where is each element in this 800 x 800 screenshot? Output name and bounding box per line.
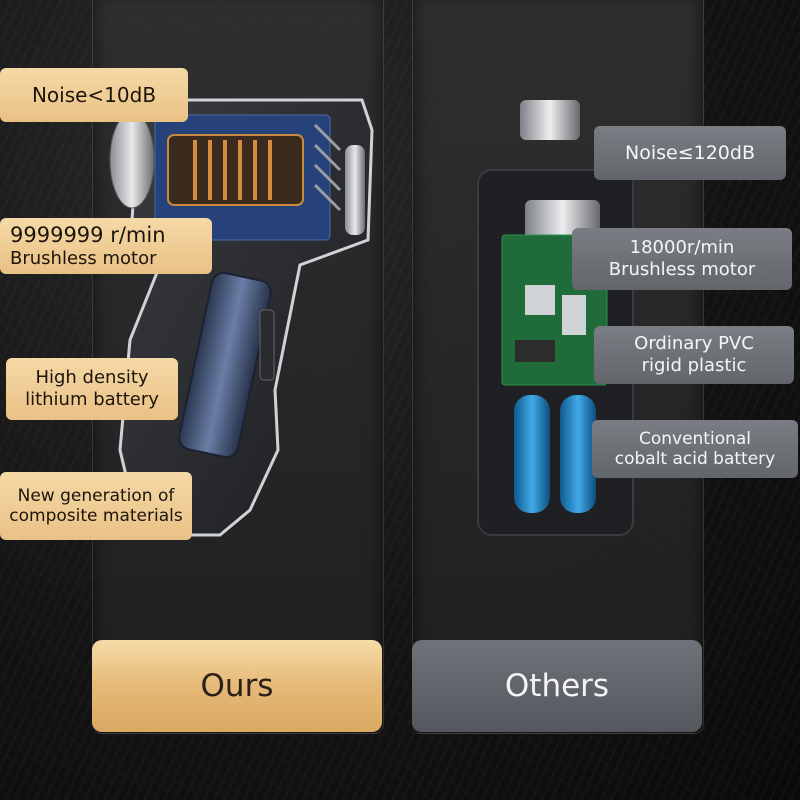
ours-noise-label: Noise<10dB xyxy=(0,68,188,122)
others-battery-label: Conventional cobalt acid battery xyxy=(592,420,798,478)
others-noise-text: Noise≤120dB xyxy=(625,141,755,164)
ours-material-line1: New generation of xyxy=(17,485,175,506)
ours-material-line2: composite materials xyxy=(9,506,183,526)
ours-noise-text: Noise<10dB xyxy=(31,83,157,107)
ours-motor-label: 9999999 r/min Brushless motor xyxy=(0,218,212,274)
ours-battery-line2: lithium battery xyxy=(25,389,159,410)
others-button-label: Others xyxy=(504,668,610,704)
others-plastic-line2: rigid plastic xyxy=(641,355,747,376)
ours-button: Ours xyxy=(92,640,382,732)
others-button: Others xyxy=(412,640,702,732)
ours-motor-text: Brushless motor xyxy=(10,247,157,269)
others-rpm-text: 18000r/min xyxy=(629,237,735,259)
others-motor-label: 18000r/min Brushless motor xyxy=(572,228,792,290)
ours-blower-cutaway-image xyxy=(109,98,374,537)
ours-material-label: New generation of composite materials xyxy=(0,472,192,540)
others-battery-line1: Conventional xyxy=(638,428,752,449)
others-noise-label: Noise≤120dB xyxy=(594,126,786,180)
others-motor-text: Brushless motor xyxy=(608,259,756,280)
others-battery-line2: cobalt acid battery xyxy=(614,449,776,469)
ours-battery-line1: High density xyxy=(35,367,149,389)
ours-battery-label: High density lithium battery xyxy=(6,358,178,420)
ours-rpm-text: 9999999 r/min xyxy=(10,222,166,247)
ours-button-label: Ours xyxy=(200,668,274,704)
others-plastic-label: Ordinary PVC rigid plastic xyxy=(594,326,794,384)
others-plastic-line1: Ordinary PVC xyxy=(634,333,754,355)
